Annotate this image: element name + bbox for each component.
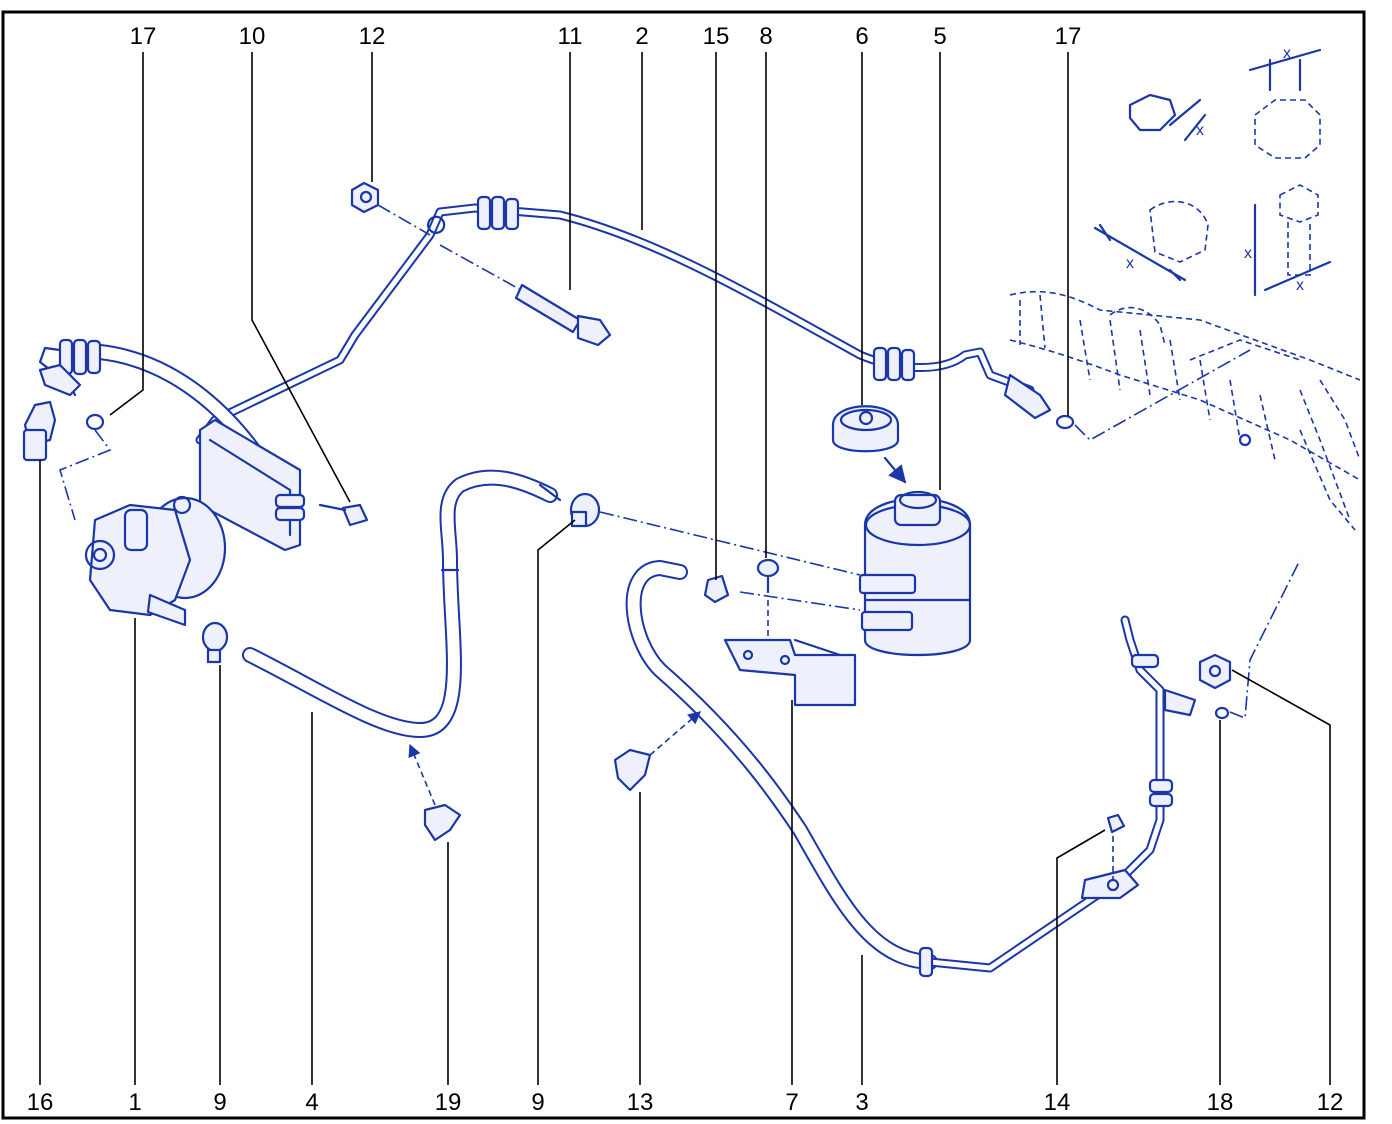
steering-rack-outline xyxy=(1009,290,1361,531)
callouts-top: 17 10 12 11 2 15 8 6 5 17 xyxy=(130,23,1082,50)
callout-5: 5 xyxy=(933,23,946,50)
callout-1: 1 xyxy=(128,1089,141,1116)
hose-clip-15 xyxy=(703,574,730,604)
hose-clamp-9-left xyxy=(201,621,229,664)
callout-6: 6 xyxy=(855,23,868,50)
leader-lines xyxy=(39,52,1331,1085)
callout-17-top-left: 17 xyxy=(130,23,157,50)
nut-12-right xyxy=(1198,653,1232,690)
bolt-11 xyxy=(514,283,612,347)
power-steering-pump xyxy=(84,495,227,627)
tolerance-icon-clamp-small: x xyxy=(1128,93,1207,142)
callout-8: 8 xyxy=(759,23,772,50)
diagram-frame xyxy=(1,10,1366,1120)
callout-16: 16 xyxy=(27,1089,54,1116)
callouts-bottom: 16 1 9 4 19 9 13 7 3 14 18 12 xyxy=(27,1089,1344,1116)
reservoir-bracket xyxy=(723,638,857,707)
tolerance-label-1: x xyxy=(1196,122,1204,139)
tolerance-label-3: x xyxy=(1126,255,1134,272)
callout-2: 2 xyxy=(635,23,648,50)
tolerance-label-4: x xyxy=(1244,245,1252,262)
tolerance-icon-clamp-large: x xyxy=(1093,200,1209,282)
bolt-14 xyxy=(1106,813,1126,880)
callout-19: 19 xyxy=(435,1089,462,1116)
banjo-bolt-10 xyxy=(318,503,369,527)
callout-3: 3 xyxy=(855,1089,868,1116)
callout-4: 4 xyxy=(305,1089,318,1116)
screw-8 xyxy=(756,558,780,594)
callout-13: 13 xyxy=(627,1089,654,1116)
union-fitting-16 xyxy=(22,400,57,462)
tolerance-label-5: x xyxy=(1296,277,1304,294)
return-hose xyxy=(242,469,562,738)
hose-clip-13 xyxy=(613,711,701,792)
callout-7: 7 xyxy=(785,1089,798,1116)
callout-11: 11 xyxy=(558,23,583,50)
nut-12-top xyxy=(350,181,380,214)
callout-9-left: 9 xyxy=(213,1089,226,1116)
reservoir-cap xyxy=(831,405,900,453)
callout-10: 10 xyxy=(239,23,266,50)
callout-17-top-right: 17 xyxy=(1055,23,1082,50)
tolerance-icon-nut: x xyxy=(1248,45,1322,159)
o-ring-18 xyxy=(1214,706,1230,720)
callout-12-bottom: 12 xyxy=(1317,1089,1344,1116)
callout-12-top: 12 xyxy=(359,23,386,50)
tolerance-label-2: x xyxy=(1283,45,1291,62)
callout-14: 14 xyxy=(1044,1089,1071,1116)
callout-15: 15 xyxy=(703,23,730,50)
high-pressure-pipe xyxy=(195,195,1052,445)
fluid-reservoir xyxy=(858,490,972,657)
tolerance-icon-bolt: x x xyxy=(1244,184,1332,297)
pump-pressure-line xyxy=(38,338,306,552)
o-ring-17-right xyxy=(1055,414,1075,430)
hose-clamp-9-right xyxy=(569,492,601,528)
reservoir-return-hose xyxy=(625,560,1197,978)
callout-9-right: 9 xyxy=(531,1089,544,1116)
hose-clip-19 xyxy=(408,743,462,842)
callout-18: 18 xyxy=(1207,1089,1234,1116)
o-ring-17-left xyxy=(85,413,105,431)
